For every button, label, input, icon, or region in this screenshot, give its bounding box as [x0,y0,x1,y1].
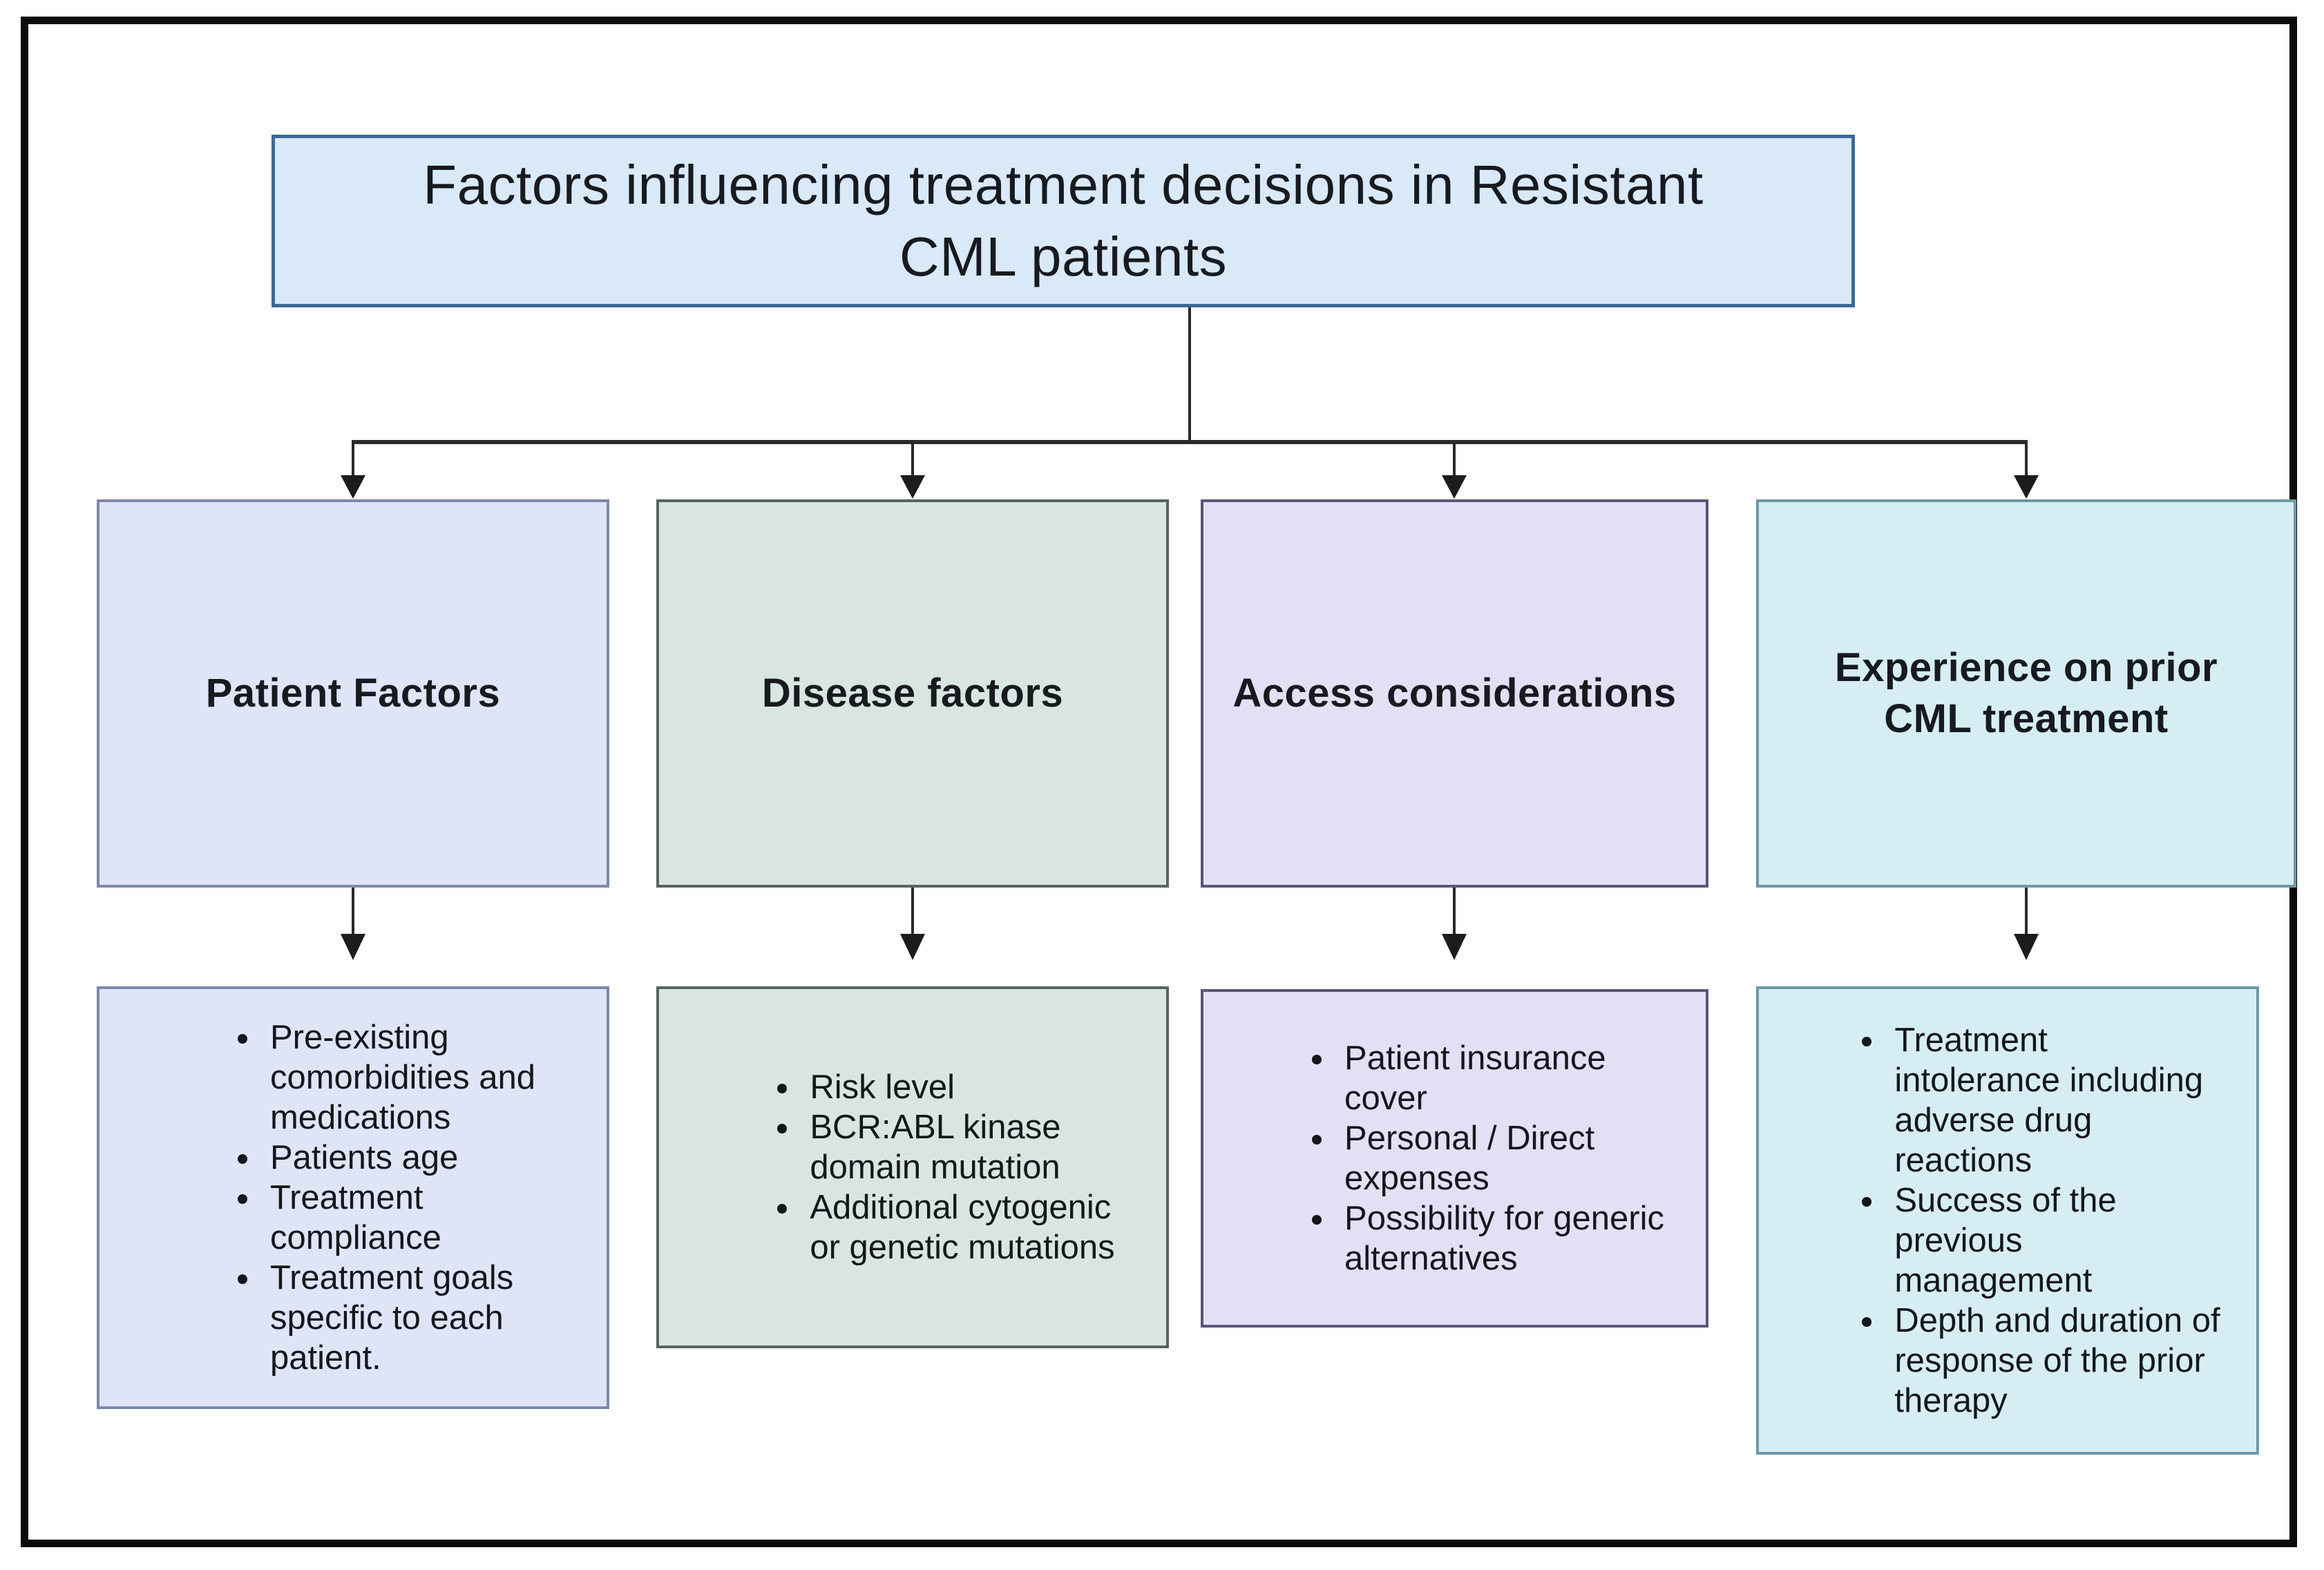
list-item: Pre-existing comorbidities and medicatio… [262,1017,535,1138]
detail-box-patient-factors: Pre-existing comorbidities and medicatio… [97,986,609,1409]
category-heading: Disease factors [761,671,1064,716]
list-item: Treatment goals specific to each patient… [262,1258,535,1378]
detail-box-prior-treatment: Treatment intolerance including adverse … [1756,986,2259,1455]
category-box-patient-factors: Patient Factors [97,499,609,888]
category-heading: Experience on prior CML treatment [1834,645,2218,741]
bullet-list: Treatment intolerance including adverse … [1781,1020,2233,1421]
list-item: Personal / Direct expenses [1336,1118,1664,1198]
diagram-title: Factors influencing treatment decisions … [423,154,1704,287]
bullet-list: Patient insurance cover Personal / Direc… [1231,1038,1678,1279]
category-box-disease-factors: Disease factors [656,499,1169,888]
bullet-list: Risk level BCR:ABL kinase domain mutatio… [696,1067,1128,1267]
list-item: Possibility for generic alternatives [1336,1198,1664,1279]
list-item: Success of the previous management [1886,1180,2220,1301]
detail-box-access-considerations: Patient insurance cover Personal / Direc… [1201,989,1708,1328]
detail-box-disease-factors: Risk level BCR:ABL kinase domain mutatio… [656,986,1169,1348]
category-box-prior-treatment: Experience on prior CML treatment [1756,499,2296,888]
list-item: Treatment compliance [262,1178,535,1258]
category-heading: Access considerations [1232,671,1677,716]
title-box: Factors influencing treatment decisions … [272,135,1855,307]
list-item: Risk level [801,1067,1114,1107]
list-item: Treatment intolerance including adverse … [1886,1020,2220,1180]
list-item: Depth and duration of response of the pr… [1886,1301,2220,1421]
list-item: Additional cytogenic or genetic mutation… [801,1187,1114,1267]
list-item: Patients age [262,1138,535,1178]
list-item: BCR:ABL kinase domain mutation [801,1107,1114,1187]
list-item: Patient insurance cover [1336,1038,1664,1118]
category-heading: Patient Factors [205,671,501,716]
category-box-access-considerations: Access considerations [1201,499,1708,888]
bullet-list: Pre-existing comorbidities and medicatio… [157,1017,549,1378]
